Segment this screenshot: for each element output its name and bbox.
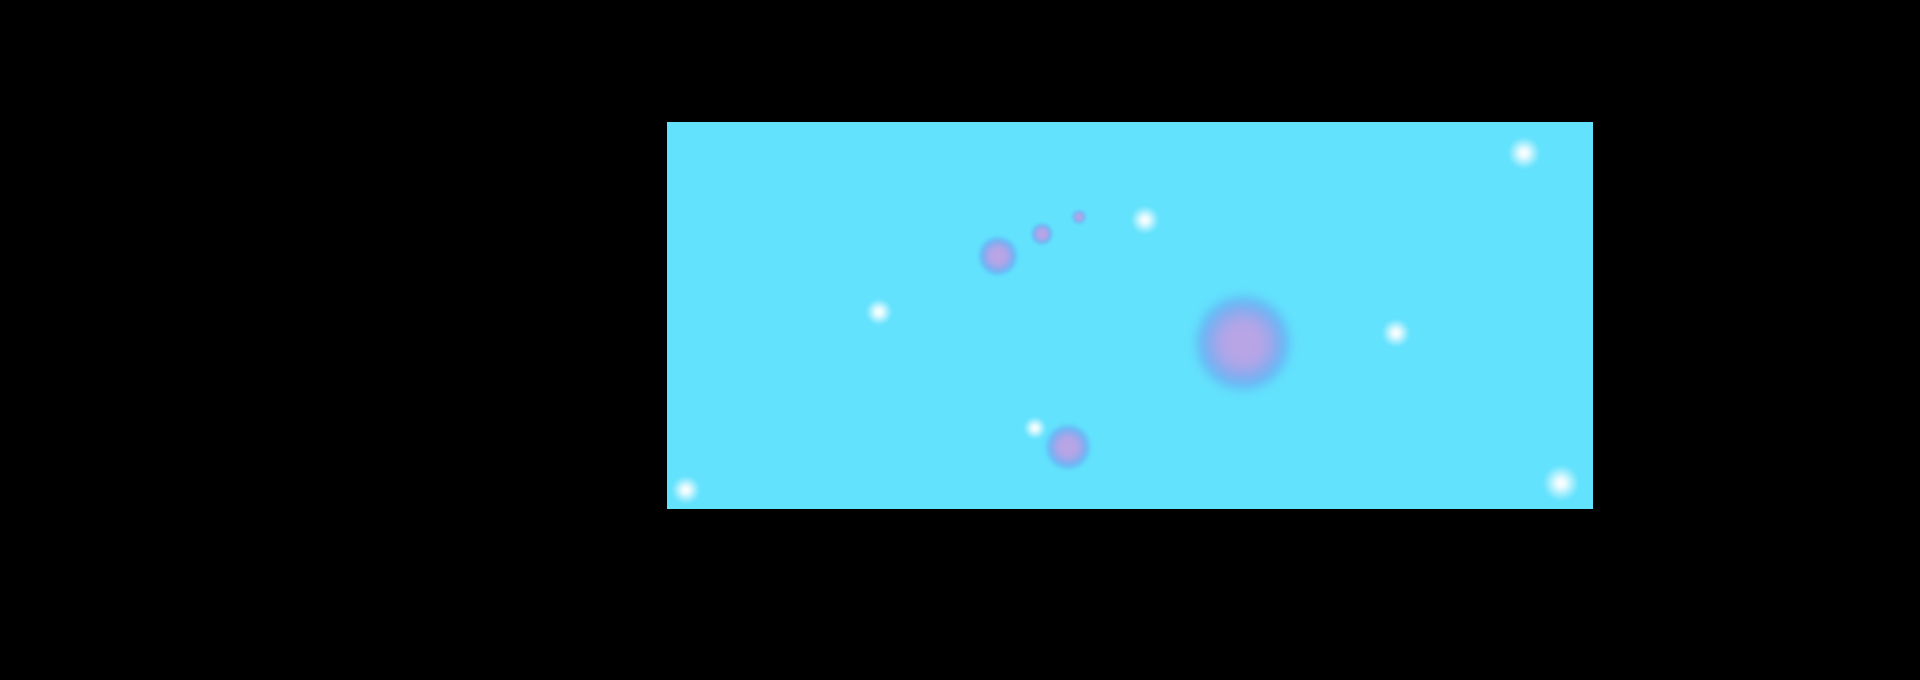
sparkle-particle xyxy=(1129,204,1161,236)
cell-entity[interactable] xyxy=(977,235,1019,277)
sparkle-particle xyxy=(1542,464,1580,502)
game-viewport[interactable] xyxy=(667,122,1593,509)
sparkle-particle xyxy=(865,298,893,326)
cell-entity[interactable] xyxy=(1193,293,1293,393)
cell-entity[interactable] xyxy=(1031,223,1053,245)
sparkle-particle xyxy=(670,474,702,506)
sparkle-particle xyxy=(1507,136,1541,170)
cell-entity[interactable] xyxy=(1045,424,1091,470)
sparkle-particle xyxy=(1023,416,1047,440)
cell-entity[interactable] xyxy=(1072,210,1086,224)
sparkle-particle xyxy=(1380,317,1412,349)
